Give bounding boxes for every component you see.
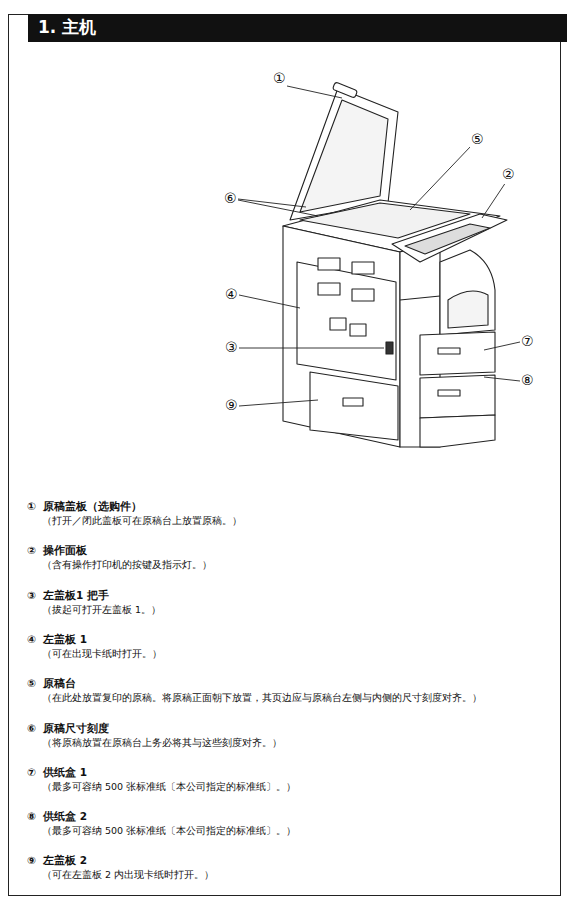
tray-2-grip	[438, 390, 460, 396]
tray-1-grip	[438, 348, 460, 354]
item-number: ⑧	[27, 810, 36, 823]
panel-mark	[318, 283, 340, 295]
callout-number: ①	[272, 70, 287, 88]
panel-mark	[330, 318, 346, 330]
item-description: （在此处放置复印的原稿。将原稿正面朝下放置，其页边应与原稿台左侧与内侧的尺寸刻度…	[42, 692, 557, 704]
item-number: ④	[27, 633, 36, 646]
item-number: ⑦	[27, 766, 36, 779]
callout-number: ④	[224, 286, 239, 304]
leader-line	[484, 342, 520, 350]
paper-tray-1	[420, 332, 495, 375]
output-tray	[448, 291, 488, 328]
callout-number: ⑦	[520, 333, 535, 351]
leader-line	[482, 182, 506, 218]
cover-2-handle	[343, 398, 363, 406]
left-cover-2	[310, 372, 398, 440]
item-number: ⑨	[27, 854, 36, 867]
seam	[400, 296, 440, 300]
leader-line	[287, 86, 342, 98]
leader-line	[484, 377, 520, 381]
cover-inner	[300, 100, 388, 212]
item-description: （打开／闭此盖板可在原稿台上放置原稿。）	[42, 515, 557, 527]
item-number: ⑤	[27, 677, 36, 690]
panel-mark	[352, 262, 374, 274]
item-name: 原稿台	[43, 677, 76, 690]
item-description: （最多可容纳 500 张标准纸〔本公司指定的标准纸〕。）	[42, 825, 557, 837]
output-unit	[440, 250, 495, 335]
paper-tray-2	[420, 375, 495, 418]
page-frame	[9, 15, 561, 896]
base	[420, 415, 495, 447]
callout-number: ⑤	[470, 131, 485, 149]
callout-number: ②	[501, 166, 516, 184]
leader-line	[239, 400, 318, 406]
item-description: （可在左盖板 2 内出现卡纸时打开。）	[42, 869, 557, 881]
item-description: （最多可容纳 500 张标准纸〔本公司指定的标准纸〕。）	[42, 781, 557, 793]
item-number: ⑥	[27, 722, 36, 735]
operation-panel	[392, 214, 507, 262]
item-name: 左盖板1 把手	[43, 589, 109, 602]
leader-line	[238, 200, 318, 216]
item-name: 供纸盒 2	[43, 810, 87, 823]
cover-handle	[332, 82, 357, 98]
callout-number: ③	[224, 339, 239, 357]
leader-line	[410, 146, 471, 210]
item-description: （将原稿放置在原稿台上务必将其与这些刻度对齐。）	[42, 737, 557, 749]
item-number: ③	[27, 589, 36, 602]
panel-mark	[350, 324, 366, 336]
callout-number: ⑧	[520, 372, 535, 390]
item-name: 原稿盖板（选购件）	[43, 500, 142, 513]
leader-line	[239, 295, 300, 308]
section-title: 1. 主机	[38, 17, 96, 38]
item-name: 操作面板	[43, 544, 87, 557]
item-number: ②	[27, 544, 36, 557]
item-name: 左盖板 1	[43, 633, 87, 646]
item-name: 原稿尺寸刻度	[43, 722, 109, 735]
header-band	[28, 14, 567, 42]
left-face	[283, 226, 400, 447]
leader-line	[239, 348, 384, 349]
left-cover-1	[297, 262, 396, 380]
item-name: 供纸盒 1	[43, 766, 87, 779]
item-name: 左盖板 2	[43, 854, 87, 867]
panel-display	[405, 224, 490, 254]
item-number: ①	[27, 500, 36, 513]
cover-1-handle	[386, 342, 393, 354]
panel-mark	[318, 258, 340, 270]
leader-line	[238, 199, 306, 207]
item-description: （含有操作打印机的按键及指示灯。）	[42, 559, 557, 571]
panel-mark	[352, 289, 374, 301]
callout-number: ⑨	[224, 397, 239, 415]
callout-number: ⑥	[223, 190, 238, 208]
item-description: （拔起可打开左盖板 1。）	[42, 604, 557, 616]
item-description: （可在出现卡纸时打开。）	[42, 648, 557, 660]
